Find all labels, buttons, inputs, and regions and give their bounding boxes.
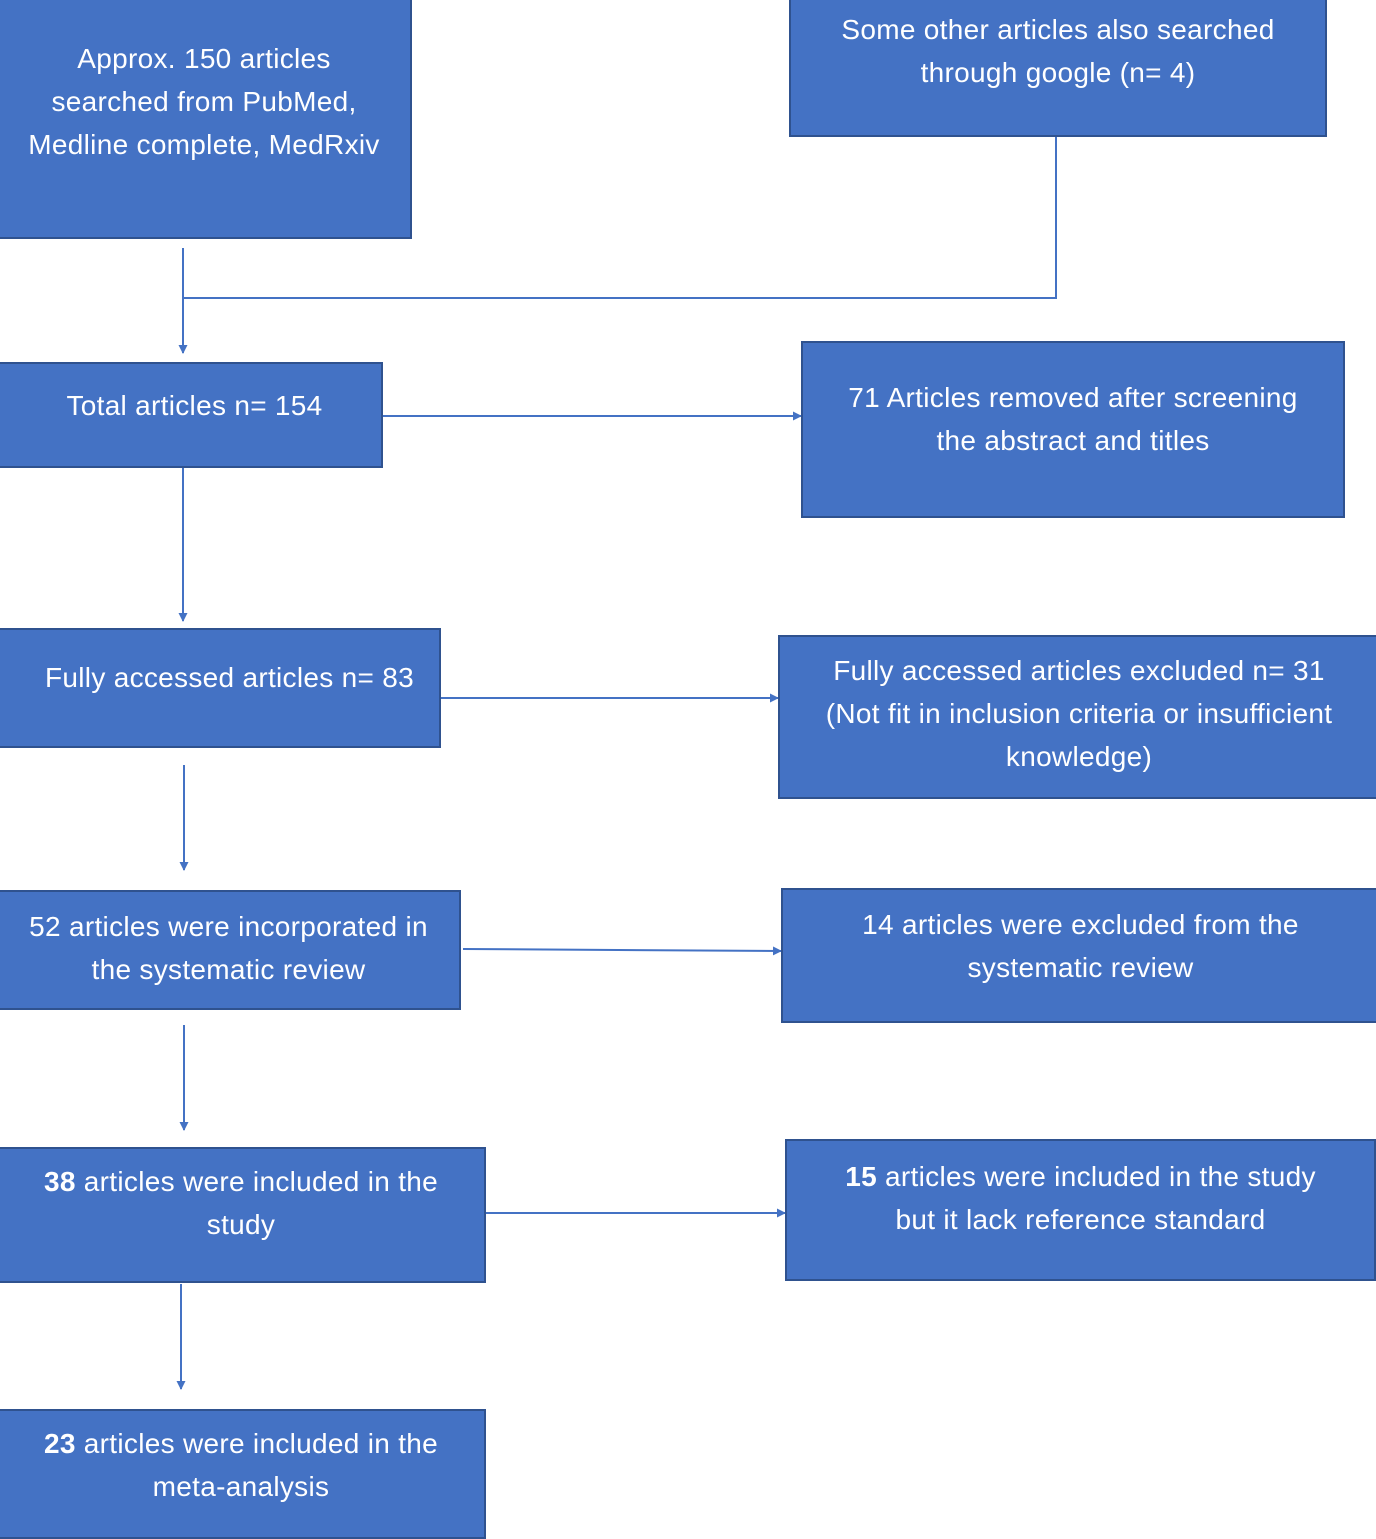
fully-accessed-box: Fully accessed articles n= 83 — [0, 628, 441, 748]
fully-excluded-line-2: (Not fit in inclusion criteria or insuff… — [825, 698, 1333, 729]
fully-accessed-line-1: Fully accessed articles n= 83 — [45, 662, 414, 693]
excluded-review-line-2: systematic review — [967, 952, 1194, 983]
meta-analysis-line-1: 23 articles were included in the — [0, 1422, 484, 1465]
excluded-review-box: 14 articles were excluded from the syste… — [781, 888, 1376, 1023]
meta-analysis-line-1-text: articles were included in the — [75, 1428, 439, 1459]
meta-analysis-line-2: meta-analysis — [152, 1471, 330, 1502]
total-articles-box: Total articles n= 154 — [0, 362, 383, 468]
meta-analysis-box: 23 articles were included in the meta-an… — [0, 1409, 486, 1539]
included-study-count: 38 — [43, 1166, 76, 1197]
systematic-review-line-2: the systematic review — [91, 954, 366, 985]
search-google-line-1: Some other articles also searched — [841, 14, 1275, 45]
search-google-line-2: through google (n= 4) — [920, 57, 1196, 88]
connector-google-to-merge — [184, 137, 1057, 299]
systematic-review-box: 52 articles were incorporated in the sys… — [0, 890, 461, 1010]
fully-excluded-box: Fully accessed articles excluded n= 31 (… — [778, 635, 1376, 799]
lack-reference-line-2: but it lack reference standard — [895, 1204, 1266, 1235]
fully-excluded-line-1: Fully accessed articles excluded n= 31 — [833, 655, 1325, 686]
arrow-review-to-excluded — [462, 946, 782, 956]
lack-reference-line-1: 15 articles were included in the study — [787, 1155, 1374, 1198]
excluded-review-line-1: 14 articles were excluded from the — [862, 909, 1299, 940]
search-google-box: Some other articles also searched throug… — [789, 0, 1327, 137]
included-study-line-1-text: articles were included in the — [75, 1166, 439, 1197]
removed-screening-line-2: the abstract and titles — [936, 425, 1210, 456]
search-databases-line-2: searched from PubMed, — [51, 86, 357, 117]
lack-reference-line-1-text: articles were included in the study — [876, 1161, 1316, 1192]
included-study-box: 38 articles were included in the study — [0, 1147, 486, 1283]
lack-reference-count: 15 — [845, 1161, 877, 1192]
search-databases-box: Approx. 150 articles searched from PubMe… — [0, 0, 412, 239]
total-articles-line-1: Total articles n= 154 — [66, 390, 323, 421]
removed-screening-box: 71 Articles removed after screening the … — [801, 341, 1345, 518]
included-study-line-1: 38 articles were included in the — [0, 1160, 484, 1203]
included-study-line-2: study — [206, 1209, 276, 1240]
search-databases-line-3: Medline complete, MedRxiv — [28, 129, 380, 160]
search-databases-line-1: Approx. 150 articles — [77, 43, 331, 74]
systematic-review-line-1: 52 articles were incorporated in — [29, 911, 428, 942]
removed-screening-line-1: 71 Articles removed after screening — [848, 382, 1298, 413]
lack-reference-box: 15 articles were included in the study b… — [785, 1139, 1376, 1281]
fully-excluded-line-3: knowledge) — [1005, 741, 1153, 772]
meta-analysis-count: 23 — [43, 1428, 76, 1459]
